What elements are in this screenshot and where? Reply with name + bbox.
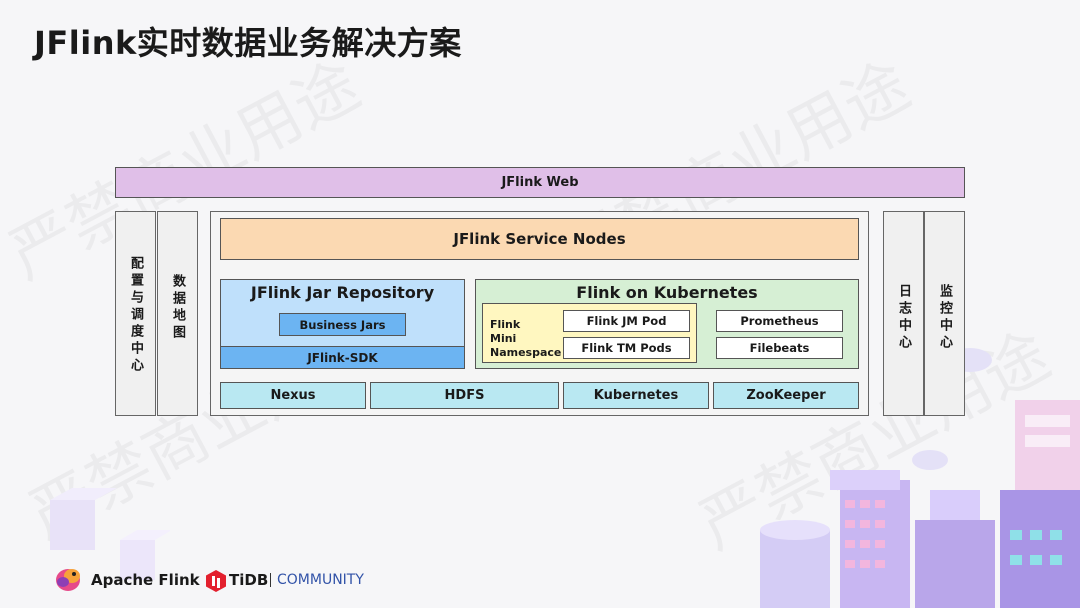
flink-jm-pod-label: Flink JM Pod <box>586 314 667 328</box>
jflink-web-label: JFlink Web <box>501 175 579 190</box>
kubernetes: Kubernetes <box>563 382 709 409</box>
namespace-label: Flink Mini Namespace <box>490 318 562 359</box>
filebeats-label: Filebeats <box>749 341 810 355</box>
data-map: 数据地图 <box>157 211 198 416</box>
data-map-label: 数据地图 <box>170 274 185 342</box>
prometheus-label: Prometheus <box>740 314 819 328</box>
flink-tm-pods-label: Flink TM Pods <box>581 341 672 355</box>
monitor-center: 监控中心 <box>924 211 965 416</box>
zookeeper: ZooKeeper <box>713 382 859 409</box>
cube-decoration <box>50 488 170 580</box>
service-nodes: JFlink Service Nodes <box>220 218 859 260</box>
page-title: JFlink实时数据业务解决方案 <box>34 24 462 62</box>
flink-squirrel-icon <box>56 569 80 591</box>
flink-on-kubernetes-title: Flink on Kubernetes <box>576 283 758 302</box>
monitor-center-label: 监控中心 <box>937 284 952 352</box>
nexus-label: Nexus <box>270 388 316 403</box>
kubernetes-label: Kubernetes <box>593 388 679 403</box>
config-scheduling-center: 配置与调度中心 <box>115 211 156 416</box>
flink-jm-pod: Flink JM Pod <box>563 310 690 332</box>
jflink-sdk-label: JFlink-SDK <box>307 350 378 365</box>
prometheus: Prometheus <box>716 310 843 332</box>
business-jars: Business Jars <box>279 313 406 336</box>
hdfs: HDFS <box>370 382 559 409</box>
filebeats: Filebeats <box>716 337 843 359</box>
business-jars-label: Business Jars <box>299 317 386 332</box>
jflink-sdk: JFlink-SDK <box>220 346 465 369</box>
hdfs-label: HDFS <box>444 388 485 403</box>
service-nodes-label: JFlink Service Nodes <box>453 230 626 248</box>
apache-flink-label: Apache Flink <box>91 571 200 589</box>
tidb-label: TiDB <box>229 571 269 589</box>
tidb-logo-icon <box>206 570 226 592</box>
flink-tm-pods: Flink TM Pods <box>563 337 690 359</box>
city-illustration <box>760 348 1080 608</box>
jar-repository-title: JFlink Jar Repository <box>250 283 435 302</box>
nexus: Nexus <box>220 382 366 409</box>
footer-divider <box>270 573 271 587</box>
zookeeper-label: ZooKeeper <box>746 388 826 403</box>
jflink-web-bar: JFlink Web <box>115 167 965 198</box>
config-scheduling-label: 配置与调度中心 <box>128 256 143 375</box>
log-center: 日志中心 <box>883 211 924 416</box>
log-center-label: 日志中心 <box>896 284 911 352</box>
community-label: COMMUNITY <box>277 572 364 588</box>
